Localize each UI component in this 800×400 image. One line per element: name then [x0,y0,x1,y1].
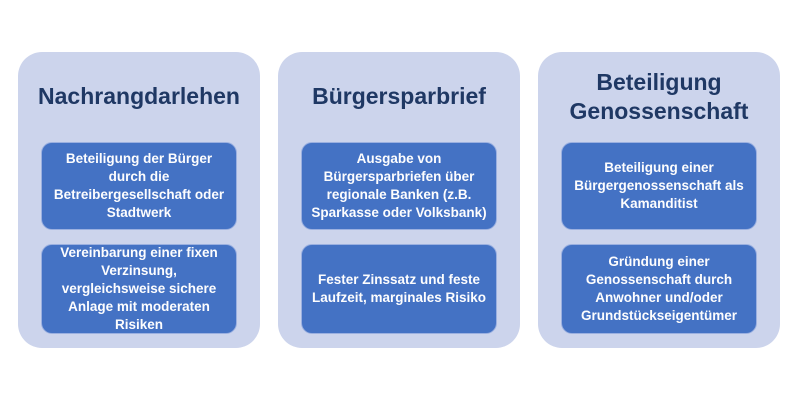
info-box: Ausgabe von Bürgersparbriefen über regio… [301,142,497,230]
panel-buergersparbrief: Bürgersparbrief Ausgabe von Bürgersparbr… [278,52,520,348]
panel-title: Nachrangdarlehen [38,83,240,110]
info-box: Beteiligung der Bürger durch die Betreib… [41,142,237,230]
info-box: Fester Zinssatz und feste Laufzeit, marg… [301,244,497,334]
panel-nachrangdarlehen: Nachrangdarlehen Beteiligung der Bürger … [18,52,260,348]
panel-title: Bürgersparbrief [312,83,486,110]
info-box: Vereinbarung einer fixen Verzinsung, ver… [41,244,237,334]
panel-beteiligung-genossenschaft: Beteiligung Genossenschaft Beteiligung e… [538,52,780,348]
info-box: Beteiligung einer Bürgergenossenschaft a… [561,142,757,230]
diagram-columns: Nachrangdarlehen Beteiligung der Bürger … [18,52,780,348]
info-box: Gründung einer Genossenschaft durch Anwo… [561,244,757,334]
panel-title: Beteiligung Genossenschaft [569,68,749,124]
